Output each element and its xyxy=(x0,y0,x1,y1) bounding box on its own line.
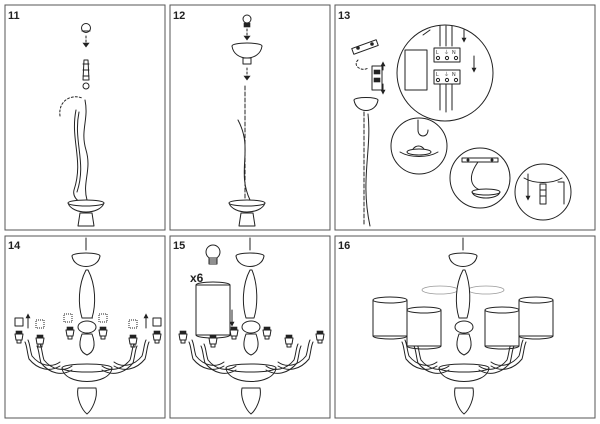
rod-top-piece xyxy=(82,59,90,90)
hook-arrow xyxy=(59,96,83,117)
step-14-panel: 14 xyxy=(4,235,166,419)
step-13-panel: 13 L ⏚ N xyxy=(334,4,596,231)
ceiling-cup xyxy=(67,199,105,227)
step-15-panel: 15 x6 xyxy=(169,235,331,419)
mounting-bracket xyxy=(351,39,379,70)
terminal-earth-bottom: ⏚ xyxy=(444,71,449,78)
canopy xyxy=(231,42,263,65)
step-12-panel: 12 xyxy=(169,4,331,231)
ceiling-hook-part xyxy=(81,23,91,48)
step-14-number: 14 xyxy=(8,240,21,252)
step-16-panel: 16 xyxy=(334,235,596,419)
lamp-shade-part xyxy=(195,281,235,339)
cable-detail xyxy=(449,147,511,209)
step-13-number: 13 xyxy=(338,10,350,22)
terminal-n-bottom: N xyxy=(452,72,456,78)
chandelier-frame xyxy=(188,237,314,415)
step-12-frame xyxy=(169,4,331,231)
step-11-frame xyxy=(4,4,166,231)
step-16-number: 16 xyxy=(338,240,350,252)
quantity-label: x6 xyxy=(190,271,204,285)
ceiling-cup xyxy=(228,199,266,227)
wiring-detail: L ⏚ N L ⏚ N xyxy=(396,24,494,122)
canopy-with-cord xyxy=(353,97,379,227)
hook-screw xyxy=(242,14,252,41)
chain xyxy=(237,85,251,201)
step-15-number: 15 xyxy=(173,240,185,252)
terminal-n-top: N xyxy=(452,50,456,56)
terminal-l-top: L xyxy=(436,50,439,56)
chandelier-frame xyxy=(24,237,150,415)
hook-detail xyxy=(390,117,448,175)
terminal-l-bottom: L xyxy=(436,72,439,78)
bulb-holders xyxy=(14,313,162,329)
down-arrow-head xyxy=(243,75,251,81)
step-11-panel: 11 xyxy=(4,4,166,231)
step-12-number: 12 xyxy=(173,10,185,22)
chandelier-frame xyxy=(401,237,527,415)
terminal-earth-top: ⏚ xyxy=(444,49,449,56)
terminal-block-small xyxy=(371,61,386,95)
step-11-number: 11 xyxy=(8,10,20,22)
screw-detail xyxy=(514,163,572,221)
light-bulb-icon xyxy=(205,244,221,265)
